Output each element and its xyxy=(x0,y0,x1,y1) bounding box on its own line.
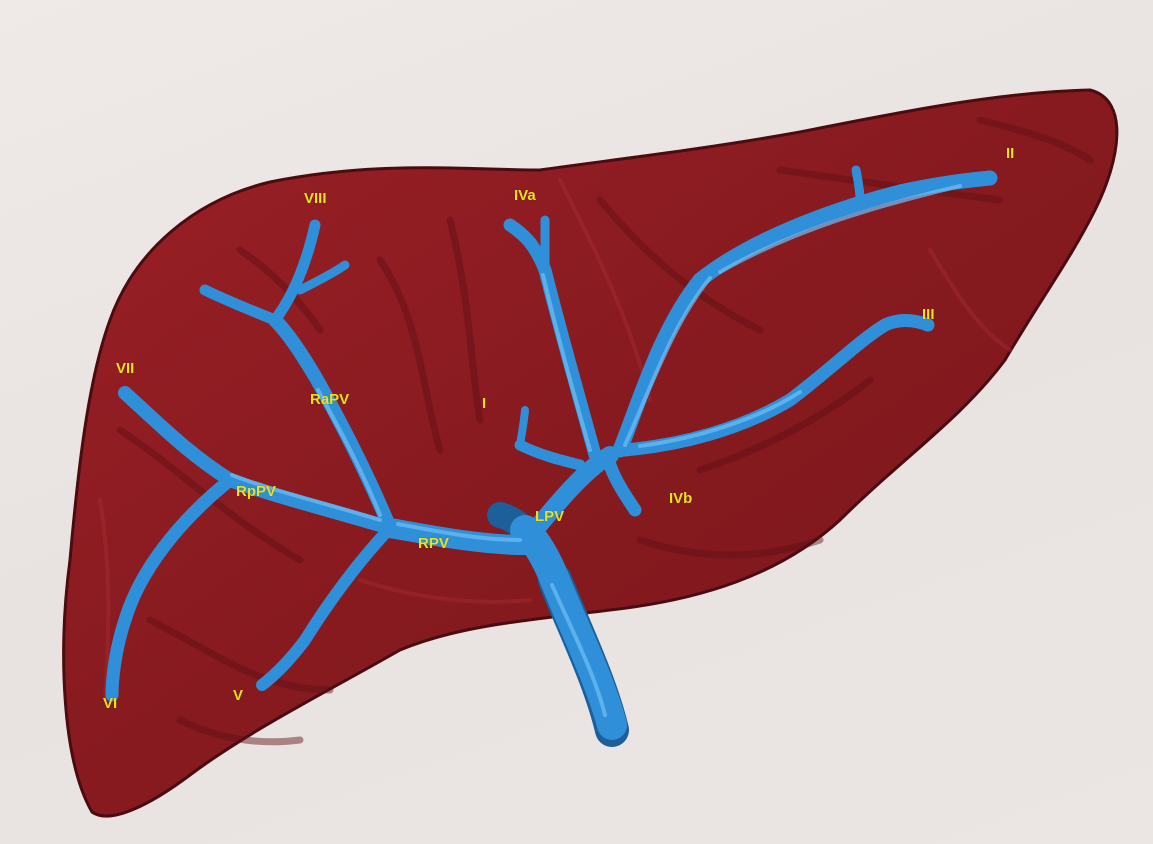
label-segment-vii: VII xyxy=(116,361,134,376)
label-lpv: LPV xyxy=(535,509,564,524)
label-segment-v: V xyxy=(233,688,243,703)
label-rpv: RPV xyxy=(418,536,449,551)
label-segment-i: I xyxy=(482,396,486,411)
label-segment-vi: VI xyxy=(103,696,117,711)
label-segment-iii: III xyxy=(922,307,935,322)
label-segment-viii: VIII xyxy=(304,191,327,206)
label-segment-ivb: IVb xyxy=(669,491,692,506)
label-segment-ii: II xyxy=(1006,146,1014,161)
label-rapv: RaPV xyxy=(310,392,349,407)
label-segment-iva: IVa xyxy=(514,188,536,203)
label-rppv: RpPV xyxy=(236,484,276,499)
